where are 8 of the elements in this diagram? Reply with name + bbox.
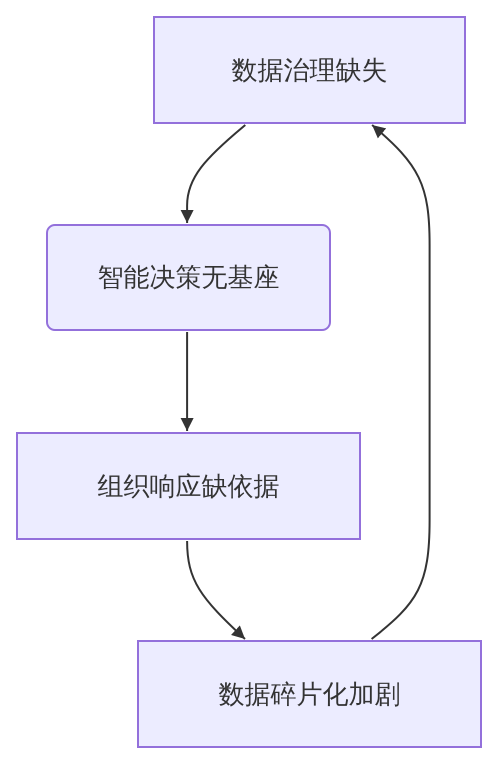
arrow [180, 124, 246, 223]
process-box: 数据治理缺失 [153, 16, 466, 124]
arrow [180, 332, 194, 431]
arrow [370, 124, 431, 640]
process-box: 数据碎片化加剧 [137, 640, 482, 748]
arrow [186, 540, 246, 640]
rounded-box: 智能决策无基座 [46, 224, 331, 331]
process-box: 组织响应缺依据 [16, 432, 361, 540]
